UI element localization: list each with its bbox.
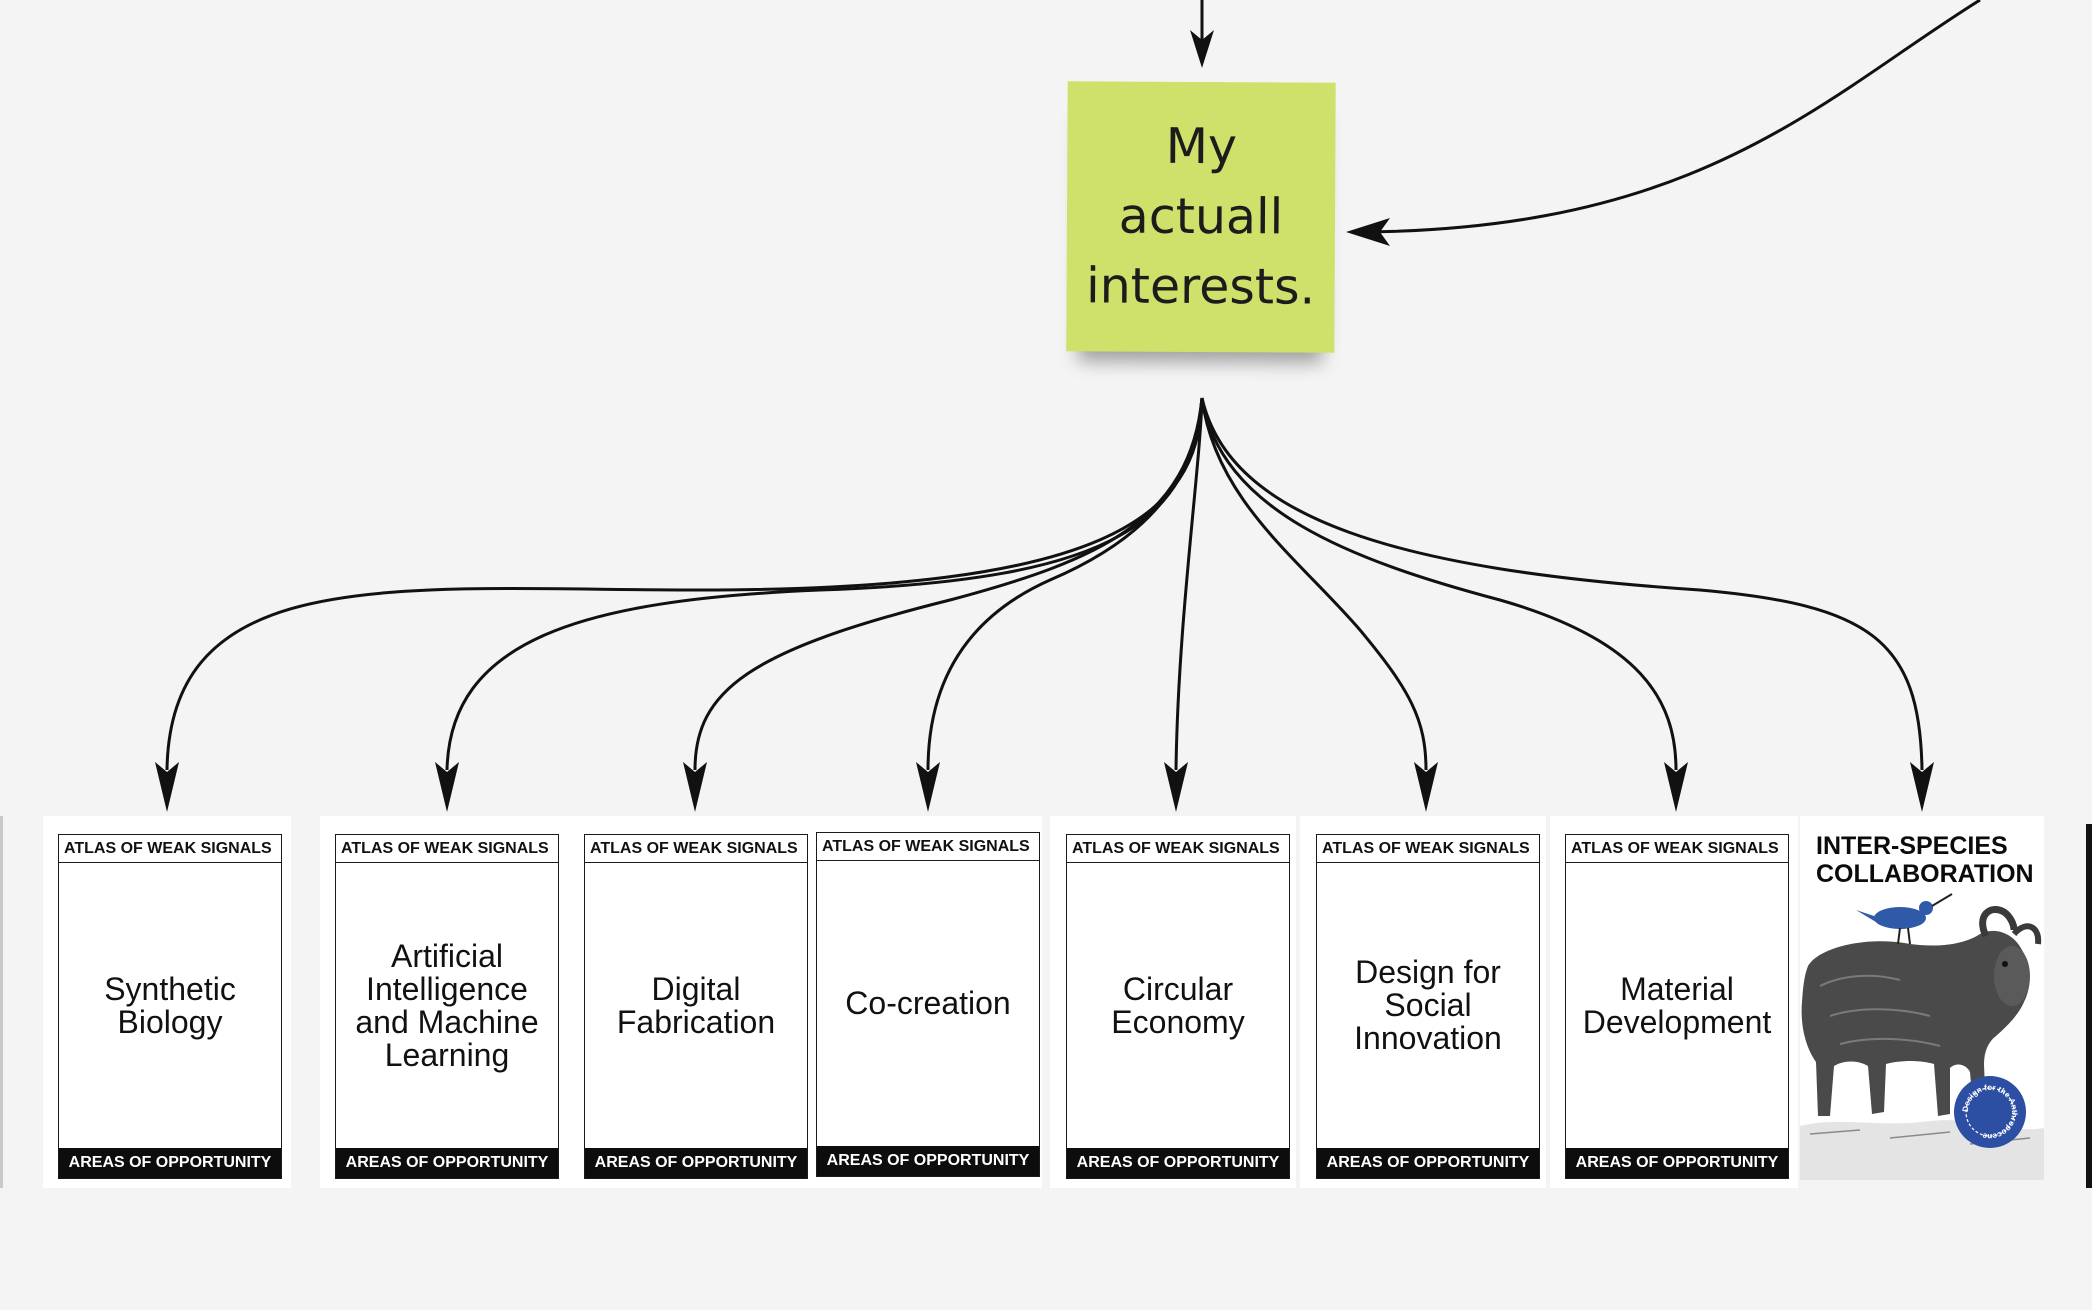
cover-title-line1: INTER-SPECIES bbox=[1816, 832, 2008, 860]
card-header: ATLAS OF WEAK SIGNALS bbox=[59, 835, 281, 863]
connector-artificial-intelligence[interactable] bbox=[445, 397, 1204, 771]
connector-material-development[interactable] bbox=[1200, 397, 1678, 771]
connector-social-innovation[interactable] bbox=[1200, 397, 1428, 771]
connector-digital-fabrication[interactable] bbox=[693, 397, 1204, 771]
connector-top-arrowhead bbox=[1190, 30, 1214, 68]
connector-synthetic-biology[interactable] bbox=[165, 397, 1204, 771]
connector-right-incoming[interactable] bbox=[1359, 0, 1981, 234]
card-header: ATLAS OF WEAK SIGNALS bbox=[1067, 835, 1289, 863]
card-footer: AREAS OF OPPORTUNITY bbox=[336, 1148, 558, 1178]
connector-co-creation[interactable] bbox=[926, 397, 1204, 771]
card-co-creation[interactable]: ATLAS OF WEAK SIGNALS Co-creation AREAS … bbox=[816, 832, 1040, 1177]
card-synthetic-biology[interactable]: ATLAS OF WEAK SIGNALS Synthetic Biology … bbox=[58, 834, 282, 1179]
card-title: Digital Fabrication bbox=[616, 970, 776, 1040]
connector-right-arrowhead bbox=[1346, 218, 1390, 246]
cover-badge-text: Design for the Anthropocene bbox=[1961, 1083, 2019, 1141]
card-footer: AREAS OF OPPORTUNITY bbox=[1067, 1148, 1289, 1178]
card-footer: AREAS OF OPPORTUNITY bbox=[1566, 1148, 1788, 1178]
offscreen-card-edge-left bbox=[0, 816, 3, 1188]
card-title: Artificial Intelligence and Machine Lear… bbox=[355, 937, 539, 1073]
svg-text:Design for the Anthropocene: Design for the Anthropocene bbox=[1961, 1083, 2019, 1141]
fanout-arrowheads bbox=[155, 762, 1934, 812]
card-inter-species-collaboration[interactable]: INTER-SPECIES COLLABORATION Design for t… bbox=[1800, 816, 2044, 1180]
card-title: Co-creation bbox=[845, 985, 1011, 1021]
connector-circular-economy[interactable] bbox=[1174, 397, 1204, 771]
card-footer: AREAS OF OPPORTUNITY bbox=[817, 1146, 1039, 1176]
card-title: Design for Social Innovation bbox=[1354, 954, 1502, 1056]
card-header: ATLAS OF WEAK SIGNALS bbox=[1317, 835, 1539, 863]
connector-inter-species[interactable] bbox=[1200, 397, 1924, 771]
card-header: ATLAS OF WEAK SIGNALS bbox=[336, 835, 558, 863]
fanout-connectors bbox=[165, 397, 1924, 771]
card-header: ATLAS OF WEAK SIGNALS bbox=[817, 833, 1039, 861]
offscreen-card-edge-right bbox=[2086, 824, 2092, 1188]
cover-badge: Design for the Anthropocene bbox=[1961, 1083, 2019, 1141]
sticky-note-text: My actuall interests. bbox=[1085, 117, 1316, 316]
card-footer: AREAS OF OPPORTUNITY bbox=[585, 1148, 807, 1178]
cover-title: INTER-SPECIES COLLABORATION bbox=[1816, 832, 2044, 888]
card-footer: AREAS OF OPPORTUNITY bbox=[1317, 1148, 1539, 1178]
card-circular-economy[interactable]: ATLAS OF WEAK SIGNALS Circular Economy A… bbox=[1066, 834, 1290, 1179]
sticky-note[interactable]: My actuall interests. bbox=[1066, 81, 1336, 353]
card-header: ATLAS OF WEAK SIGNALS bbox=[1566, 835, 1788, 863]
card-footer: AREAS OF OPPORTUNITY bbox=[59, 1148, 281, 1178]
card-title: Synthetic Biology bbox=[104, 970, 236, 1040]
card-material-development[interactable]: ATLAS OF WEAK SIGNALS Material Developme… bbox=[1565, 834, 1789, 1179]
card-title: Material Development bbox=[1582, 970, 1772, 1040]
buffalo-and-bird-illustration bbox=[1800, 893, 2044, 1180]
cover-title-line2: COLLABORATION bbox=[1816, 860, 2034, 888]
card-title: Circular Economy bbox=[1111, 970, 1245, 1040]
card-digital-fabrication[interactable]: ATLAS OF WEAK SIGNALS Digital Fabricatio… bbox=[584, 834, 808, 1179]
card-header: ATLAS OF WEAK SIGNALS bbox=[585, 835, 807, 863]
card-design-for-social-innovation[interactable]: ATLAS OF WEAK SIGNALS Design for Social … bbox=[1316, 834, 1540, 1179]
card-artificial-intelligence[interactable]: ATLAS OF WEAK SIGNALS Artificial Intelli… bbox=[335, 834, 559, 1179]
